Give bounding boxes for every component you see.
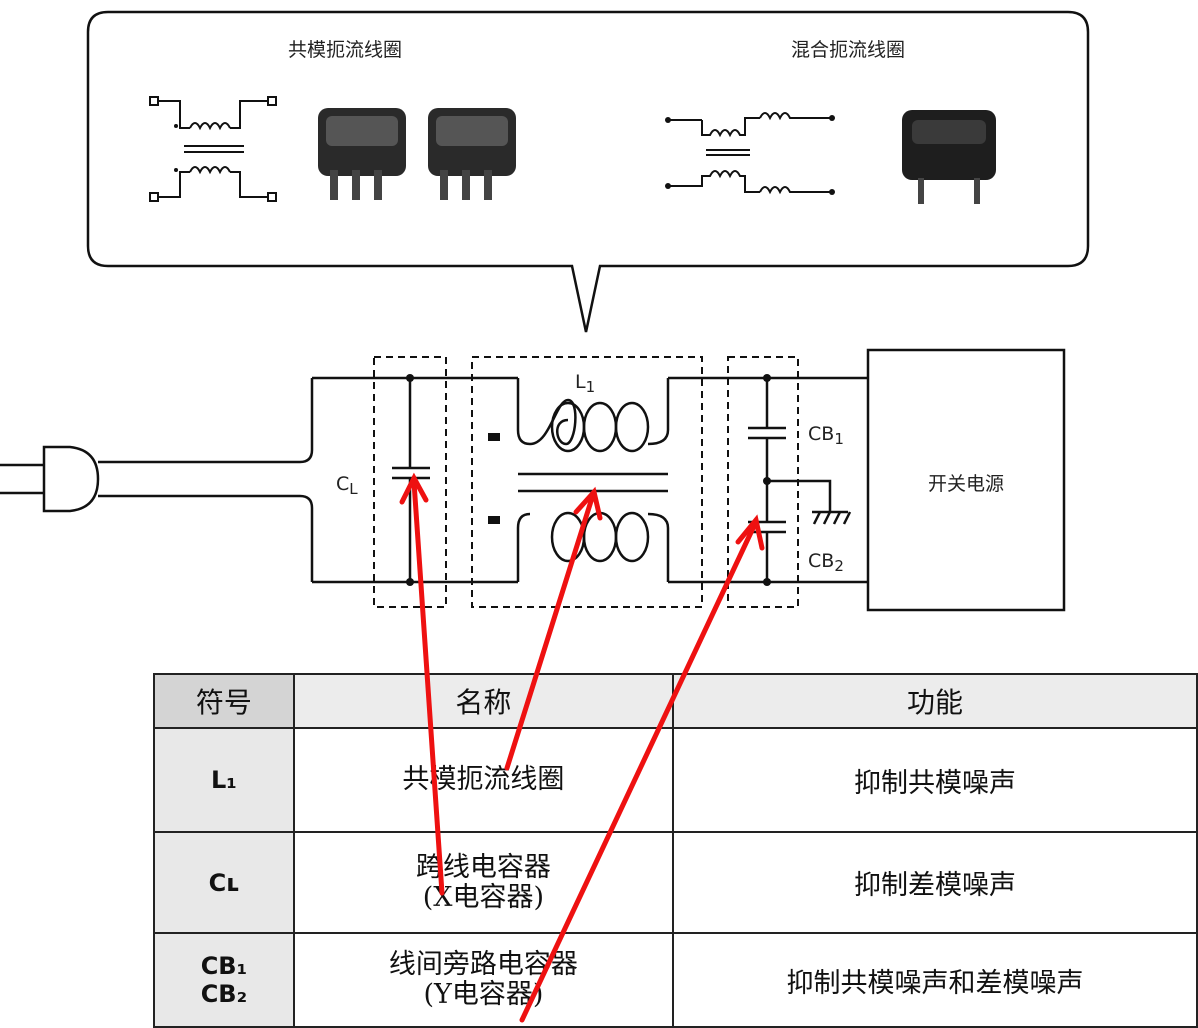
cb2-label: CB2 — [808, 550, 844, 575]
cb1-label: CB1 — [808, 423, 844, 448]
power-plug — [0, 378, 314, 582]
function-cell: 抑制共模噪声 — [672, 727, 1198, 833]
power-supply-label: 开关电源 — [928, 473, 1004, 495]
name-cell: 跨线电容器(X电容器) — [292, 831, 675, 934]
callout-bubble — [86, 10, 1090, 333]
symbol-cell: L₁ — [153, 727, 295, 833]
l1-label: L1 — [575, 371, 595, 396]
name-line1: 跨线电容器 — [415, 851, 551, 883]
header-name: 名称 — [292, 673, 675, 729]
symbol-line1: CB₁ — [200, 952, 248, 980]
header-symbol: 符号 — [153, 673, 295, 729]
hybrid-choke-symbol — [668, 112, 832, 195]
function-cell: 抑制差模噪声 — [672, 831, 1198, 934]
common-mode-choke-photo-2 — [428, 108, 516, 200]
capacitor-cl — [392, 378, 430, 582]
table-row: L₁ 共模扼流线圈 抑制共模噪声 — [153, 727, 1198, 833]
cl-label: CL — [336, 473, 358, 498]
name-cell: 线间旁路电容器(Y电容器) — [292, 932, 675, 1028]
power-supply-box — [866, 348, 1066, 612]
function-cell: 抑制共模噪声和差模噪声 — [672, 932, 1198, 1028]
hybrid-choke-title: 混合扼流线圈 — [791, 39, 905, 61]
common-mode-choke-photo-1 — [318, 108, 406, 200]
common-mode-choke-symbol — [149, 96, 277, 202]
table-row: Cʟ 跨线电容器(X电容器) 抑制差模噪声 — [153, 831, 1198, 934]
symbol-cell: Cʟ — [153, 831, 295, 934]
capacitors-cb — [748, 378, 852, 582]
name-line1: 线间旁路电容器 — [388, 949, 578, 980]
common-mode-choke-title: 共模扼流线圈 — [288, 39, 402, 61]
symbol-line2: CB₂ — [200, 980, 248, 1008]
inductor-l1 — [516, 378, 670, 582]
header-function: 功能 — [672, 673, 1198, 729]
component-table: 符号 名称 功能 L₁ 共模扼流线圈 抑制共模噪声 Cʟ 跨线电容器(X电容器)… — [153, 673, 1198, 1028]
name-cell: 共模扼流线圈 — [292, 727, 675, 833]
name-line2: (Y电容器) — [423, 979, 544, 1010]
name-line2: (X电容器) — [422, 881, 545, 913]
hybrid-choke-photo — [902, 110, 996, 204]
